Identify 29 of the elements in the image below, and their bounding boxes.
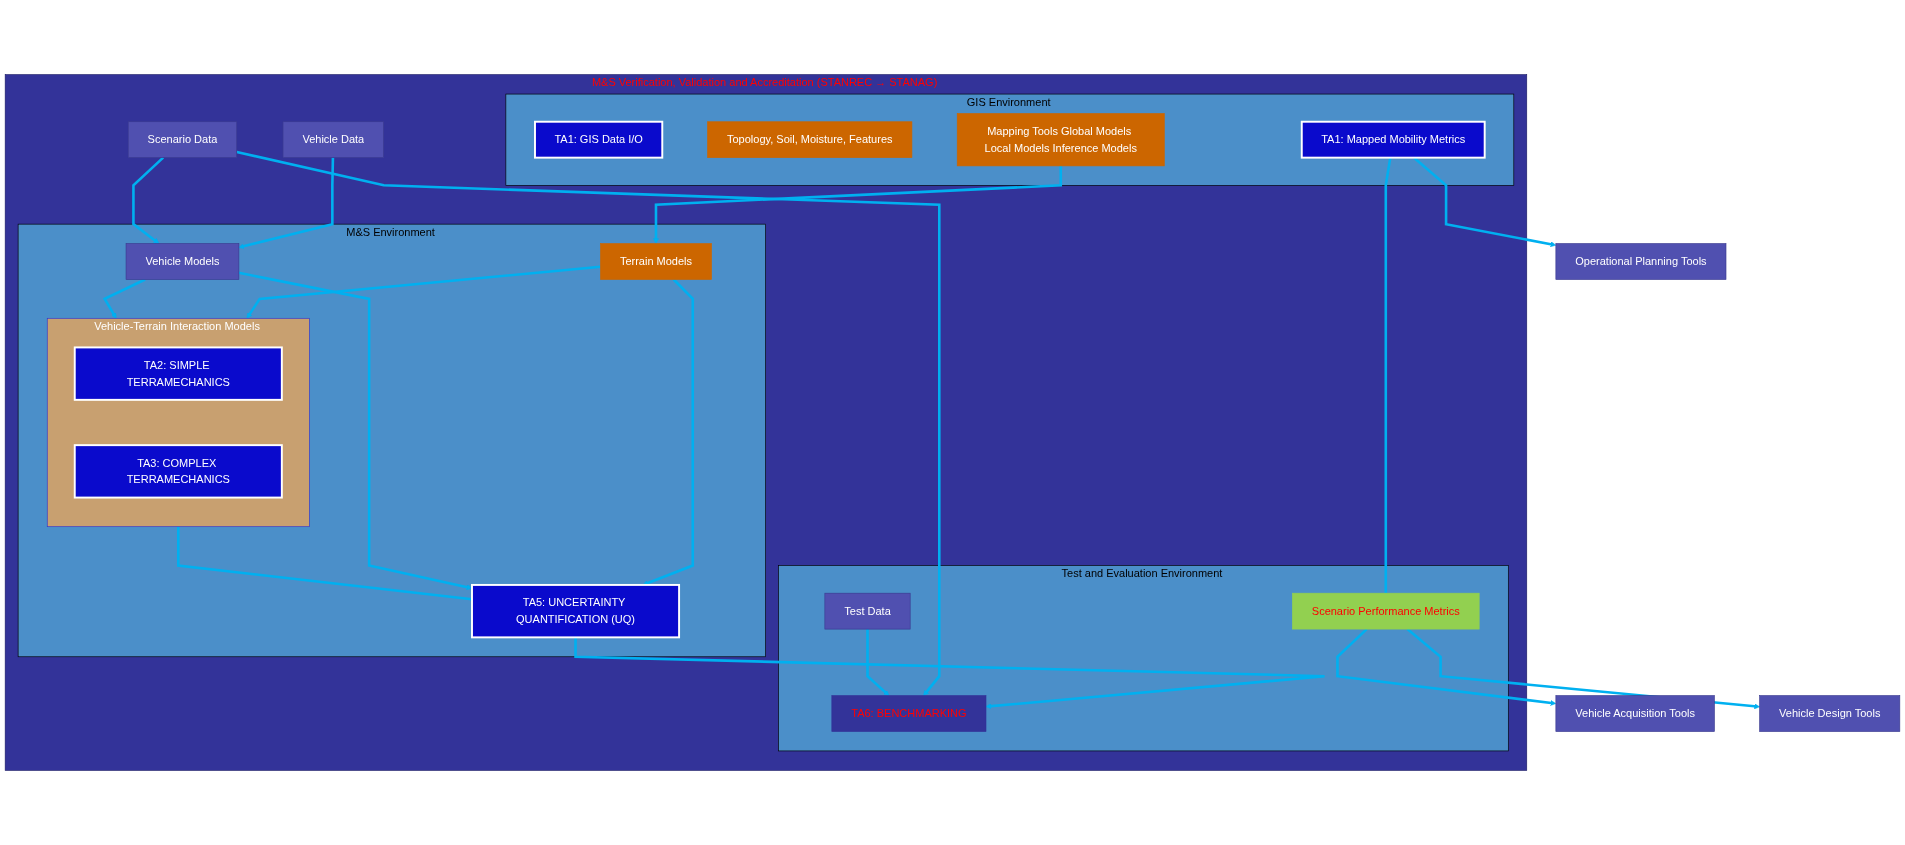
node-box: TA5: UNCERTAINTY QUANTIFICATION (UQ) [471, 583, 681, 639]
arrow [574, 637, 1326, 709]
node-box: TA1: GIS Data I/O [534, 120, 664, 159]
node-box: TA3: COMPLEX TERRAMECHANICS [73, 444, 283, 499]
node-box: Vehicle Acquisition Tools [1555, 695, 1715, 732]
arrow [1336, 628, 1557, 706]
node-box: Scenario Data [127, 121, 238, 158]
arrow [246, 265, 601, 319]
node-box: Topology, Soil, Moisture, Features [707, 121, 913, 158]
node-box: Operational Planning Tools [1555, 243, 1727, 280]
arrow [866, 629, 890, 696]
node-box: Scenario Performance Metrics [1292, 592, 1480, 630]
node-box: TA2: SIMPLE TERRAMECHANICS [73, 346, 283, 401]
arrow [238, 157, 335, 249]
arrow [1413, 156, 1557, 248]
node-box: Vehicle Design Tools [1759, 695, 1901, 732]
node-box: Mapping Tools Global Models Local Models Inference Models [956, 113, 1165, 167]
node-box: Terrain Models [600, 243, 712, 280]
node-box: Vehicle Models [125, 243, 240, 280]
arrow [642, 278, 695, 586]
node-box: TA1: Mapped Mobility Metrics [1300, 120, 1486, 159]
arrow [132, 156, 165, 244]
connector [1384, 157, 1392, 594]
node-box: Test Data [824, 592, 911, 630]
node-box: Vehicle Data [282, 121, 384, 158]
arrow [102, 278, 146, 319]
node-box: TA6: BENCHMARKING [831, 695, 987, 732]
arrow [653, 165, 1063, 244]
arrow [236, 150, 941, 696]
